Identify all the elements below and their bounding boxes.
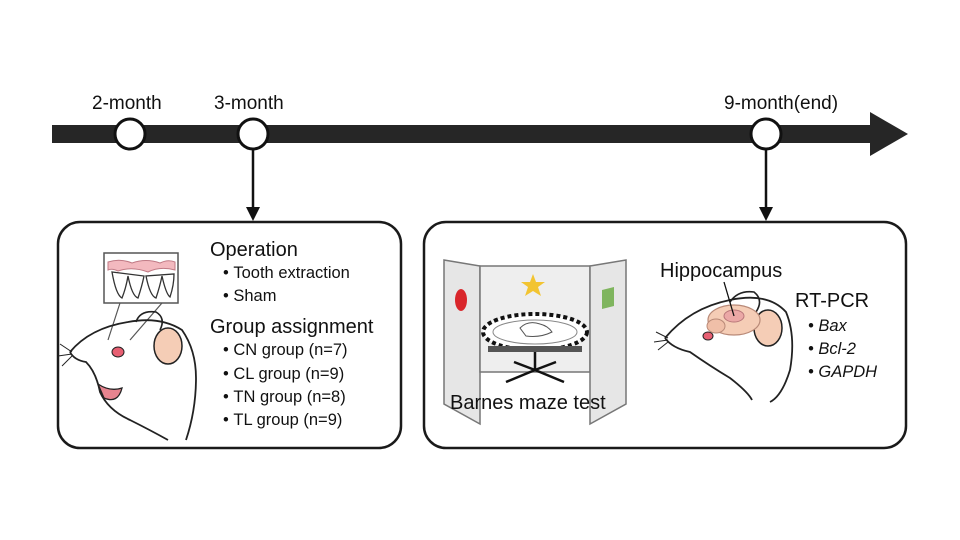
rt-pcr-item-bax: Bax [808,318,846,335]
timepoint-marker-2-month [113,117,147,151]
rt-pcr-heading: RT-PCR [795,290,870,312]
mouse-icon [653,290,794,403]
group-item-tn: TN group (n=8) [223,389,345,406]
barnes-maze-caption: Barnes maze test [450,392,606,414]
timepoint-label-9-month: 9-month(end) [724,93,839,114]
timepoint-label-2-month: 2-month [92,93,162,114]
timeline [52,112,908,156]
timepoint-marker-9-month [749,117,783,151]
green-cue-icon [602,287,614,309]
operation-item-sham: Sham [223,288,276,305]
star-icon [521,274,545,296]
red-cue-icon [455,289,467,311]
group-item-cn: CN group (n=7) [223,342,347,359]
brain-icon [706,281,761,336]
operation-heading: Operation [210,239,298,261]
mouse-icon [57,310,197,441]
timeline-arrowhead-icon [870,112,908,156]
right-panel-frame [422,220,908,450]
group-item-tl: TL group (n=9) [223,412,342,429]
rt-pcr-item-bcl-2: Bcl-2 [808,341,856,358]
rt-pcr-item-gapdh: GAPDH [808,364,877,381]
tooth-icon [103,252,179,341]
hippocampus-label: Hippocampus [660,260,783,282]
group-assignment-heading: Group assignment [210,316,374,338]
timepoint-marker-3-month [236,117,270,151]
operation-item-tooth-extraction: Tooth extraction [223,265,349,282]
barnes-maze-icon [443,259,627,426]
group-item-cl: CL group (n=9) [223,366,344,383]
timepoint-label-3-month: 3-month [214,93,284,114]
left-panel-frame [56,220,403,450]
arrow-down-icon [759,150,773,221]
arrow-down-icon [246,150,260,221]
